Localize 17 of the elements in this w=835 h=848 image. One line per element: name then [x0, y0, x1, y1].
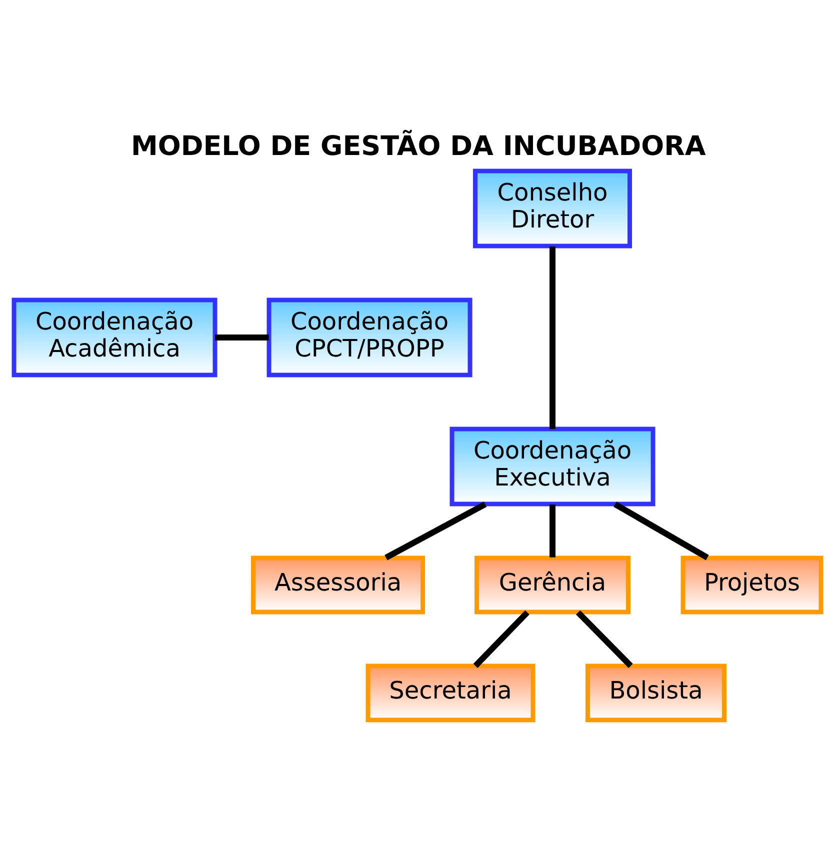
node-box: Coordenação CPCT/PROPP	[266, 297, 472, 377]
node-box: Secretaria	[366, 663, 536, 722]
connector	[614, 501, 709, 560]
node-box: Coordenação Executiva	[450, 426, 656, 506]
node-box: Gerência	[474, 555, 630, 614]
node-box: Bolsista	[586, 663, 726, 722]
node-box: Assessoria	[251, 555, 425, 614]
connector	[473, 610, 530, 668]
diagram-title: MODELO DE GESTÃO DA INCUBADORA	[131, 130, 706, 162]
node-box: Conselho Diretor	[473, 168, 632, 248]
connector	[215, 334, 269, 340]
node-box: Projetos	[680, 555, 824, 614]
connector	[550, 504, 556, 557]
connector	[576, 610, 633, 668]
connector	[550, 246, 556, 428]
node-box: Coordenação Acadêmica	[12, 297, 218, 377]
connector	[384, 501, 487, 560]
